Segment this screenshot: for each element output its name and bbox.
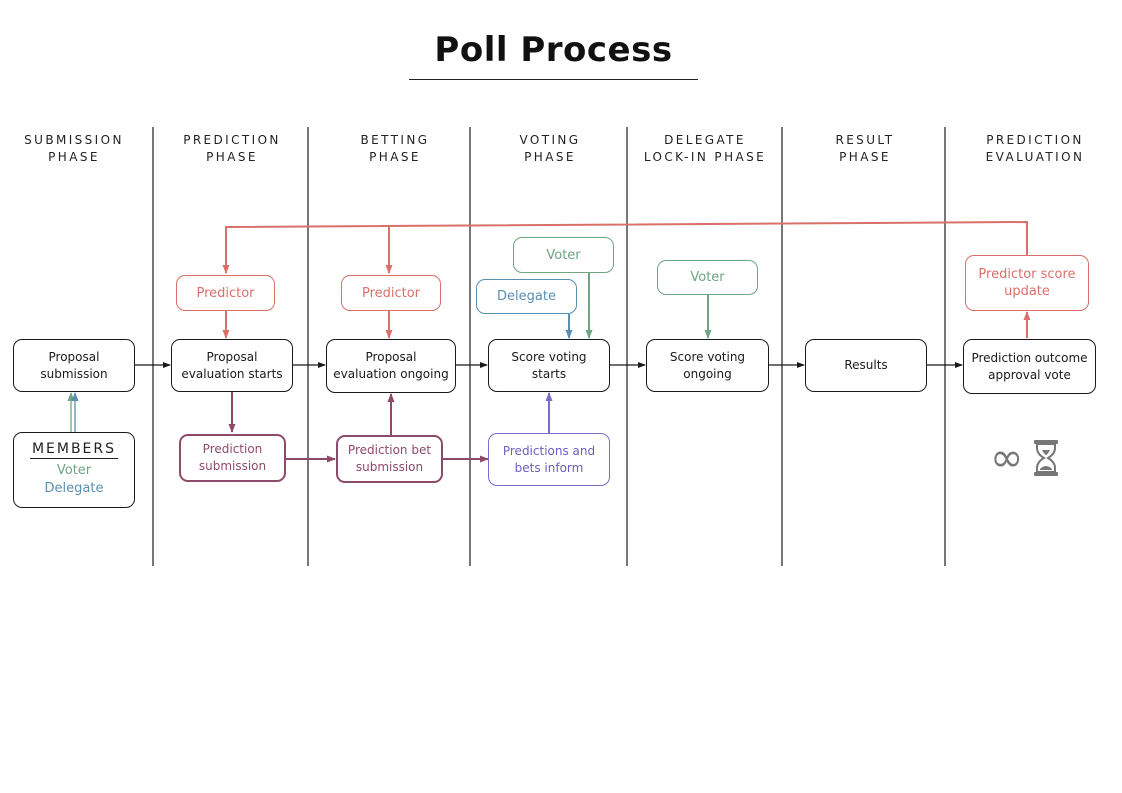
phase-header-prediction: PREDICTION PHASE (183, 133, 281, 164)
phase-header-result: RESULT PHASE (835, 133, 895, 164)
members-heading: MEMBERS (29, 441, 119, 459)
predictor-box-prediction-phase: Predictor (176, 275, 275, 311)
predictions-and-bets-inform-box: Predictions and bets inform (488, 433, 610, 486)
voter-box-voting-phase: Voter (513, 237, 614, 273)
score-voting-starts-box: Score voting starts (488, 339, 610, 392)
members-voter-label: Voter (56, 463, 92, 478)
phase-header-delegate-lockin: DELEGATE LOCK-IN PHASE (643, 133, 767, 164)
predictor-box-betting-phase: Predictor (341, 275, 441, 311)
title-underline (409, 79, 698, 80)
phase-header-submission: SUBMISSION PHASE (24, 133, 124, 164)
proposal-submission-box: Proposal submission (13, 339, 135, 392)
results-box: Results (805, 339, 927, 392)
phase-header-prediction-evaluation: PREDICTION EVALUATION (985, 133, 1085, 164)
predictor-score-update-box: Predictor score update (965, 255, 1089, 311)
proposal-evaluation-ongoing-box: Proposal evaluation ongoing (326, 339, 456, 393)
proposal-evaluation-starts-box: Proposal evaluation starts (171, 339, 293, 392)
delegate-box-voting-phase: Delegate (476, 279, 577, 314)
phase-header-voting: VOTING PHASE (519, 133, 581, 164)
infinity-icon: ∞ (990, 435, 1024, 481)
hourglass-icon (1034, 440, 1059, 476)
lane-separators (152, 127, 946, 566)
evaluation-icons: ∞ (990, 438, 1059, 478)
page-title: Poll Process (434, 30, 673, 70)
phase-header-betting: BETTING PHASE (360, 133, 430, 164)
prediction-bet-submission-box: Prediction bet submission (336, 435, 443, 483)
score-voting-ongoing-box: Score voting ongoing (646, 339, 769, 392)
members-box: MEMBERS Voter Delegate (13, 432, 135, 508)
prediction-submission-box: Prediction submission (179, 434, 286, 482)
prediction-outcome-approval-vote-box: Prediction outcome approval vote (963, 339, 1096, 394)
voter-box-lockin-phase: Voter (657, 260, 758, 295)
members-delegate-label: Delegate (44, 481, 104, 496)
